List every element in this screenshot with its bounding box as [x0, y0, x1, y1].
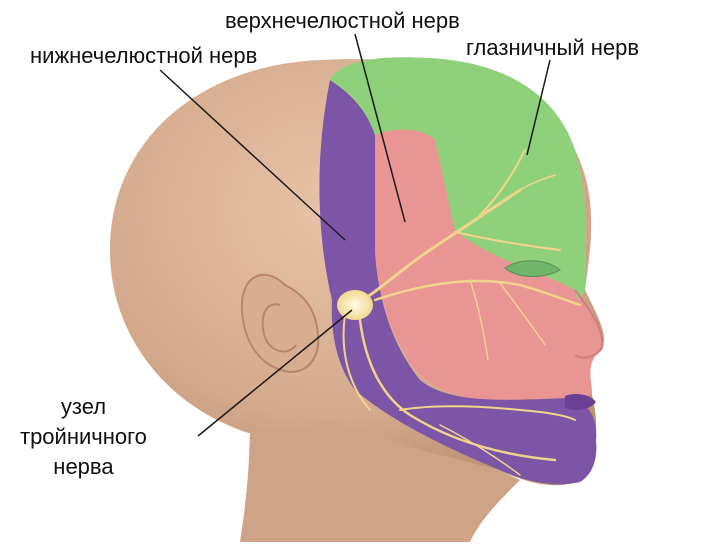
- ganglion-label-line-3: нерва: [20, 452, 147, 482]
- trigeminal-ganglion-label: узел тройничного нерва: [20, 392, 147, 482]
- maxillary-nerve-label: верхнечелюстной нерв: [225, 8, 460, 34]
- trigeminal-ganglion: [337, 290, 373, 320]
- ganglion-label-line-1: узел: [20, 392, 147, 422]
- mandibular-nerve-label: нижнечелюстной нерв: [30, 43, 257, 69]
- ganglion-label-line-2: тройничного: [20, 422, 147, 452]
- ophthalmic-nerve-label: глазничный нерв: [466, 35, 639, 61]
